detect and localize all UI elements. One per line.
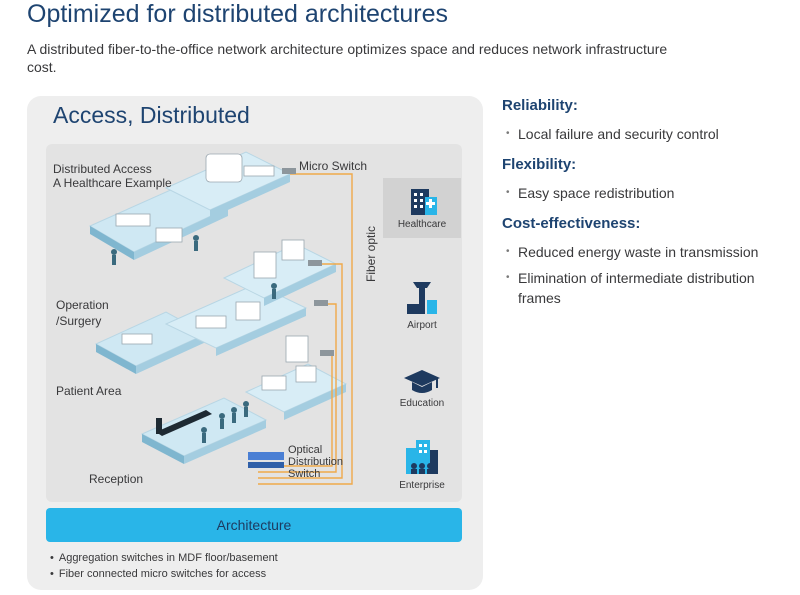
hospital-icon [411, 189, 437, 215]
optical-switch-icon [248, 452, 284, 468]
sector-label: Airport [407, 320, 437, 331]
note-item: Aggregation switches in MDF floor/baseme… [50, 550, 278, 566]
panel-title: Access, Distributed [53, 102, 250, 128]
equipment [115, 153, 317, 391]
sector-list: Healthcare Airport Education Enterprise [383, 178, 461, 500]
patient-area-label: Patient Area [56, 384, 122, 398]
benefit-heading-reliability: Reliability: [502, 97, 578, 114]
sector-education[interactable]: Education [383, 368, 461, 409]
floor-diagram [88, 151, 353, 485]
sector-airport[interactable]: Airport [383, 278, 461, 331]
benefit-item: Local failure and security control [502, 124, 792, 144]
benefit-heading-cost: Cost-effectiveness: [502, 215, 641, 232]
page-title: Optimized for distributed architectures [27, 0, 449, 28]
micro-switch-icons [282, 168, 334, 356]
benefit-heading-flexibility: Flexibility: [502, 156, 577, 173]
sector-enterprise[interactable]: Enterprise [383, 438, 461, 491]
reception-label: Reception [89, 472, 144, 486]
office-building-icon [406, 440, 438, 474]
benefit-item: Easy space redistribution [502, 183, 792, 203]
benefits-list: Reliability: Local failure and security … [502, 96, 792, 308]
sector-label: Healthcare [397, 219, 447, 230]
architecture-notes: Aggregation switches in MDF floor/baseme… [50, 550, 278, 582]
operation-label: Operation /Surgery [56, 298, 109, 328]
scene-title: Distributed Access A Healthcare Example [53, 162, 172, 190]
fiber-optic-label: Fiber optic [364, 225, 378, 282]
people [111, 235, 277, 443]
sector-label: Education [399, 398, 445, 409]
benefit-item: Reduced energy waste in transmission [502, 242, 792, 262]
micro-switch-label: Micro Switch [299, 159, 368, 173]
reception-desk [156, 410, 212, 436]
sector-healthcare[interactable]: Healthcare [383, 178, 461, 238]
sector-label: Enterprise [399, 480, 445, 491]
platform-lower-right [244, 363, 348, 420]
graduation-cap-icon [404, 370, 440, 393]
architecture-bar: Architecture [46, 508, 462, 542]
optical-switch-label: Optical Distribution Switch [288, 444, 344, 480]
note-item: Fiber connected micro switches for acces… [50, 566, 278, 582]
benefit-item: Elimination of intermediate distribution… [502, 268, 792, 308]
control-tower-icon [407, 282, 437, 314]
page-subtitle: A distributed fiber-to-the-office networ… [27, 41, 668, 75]
